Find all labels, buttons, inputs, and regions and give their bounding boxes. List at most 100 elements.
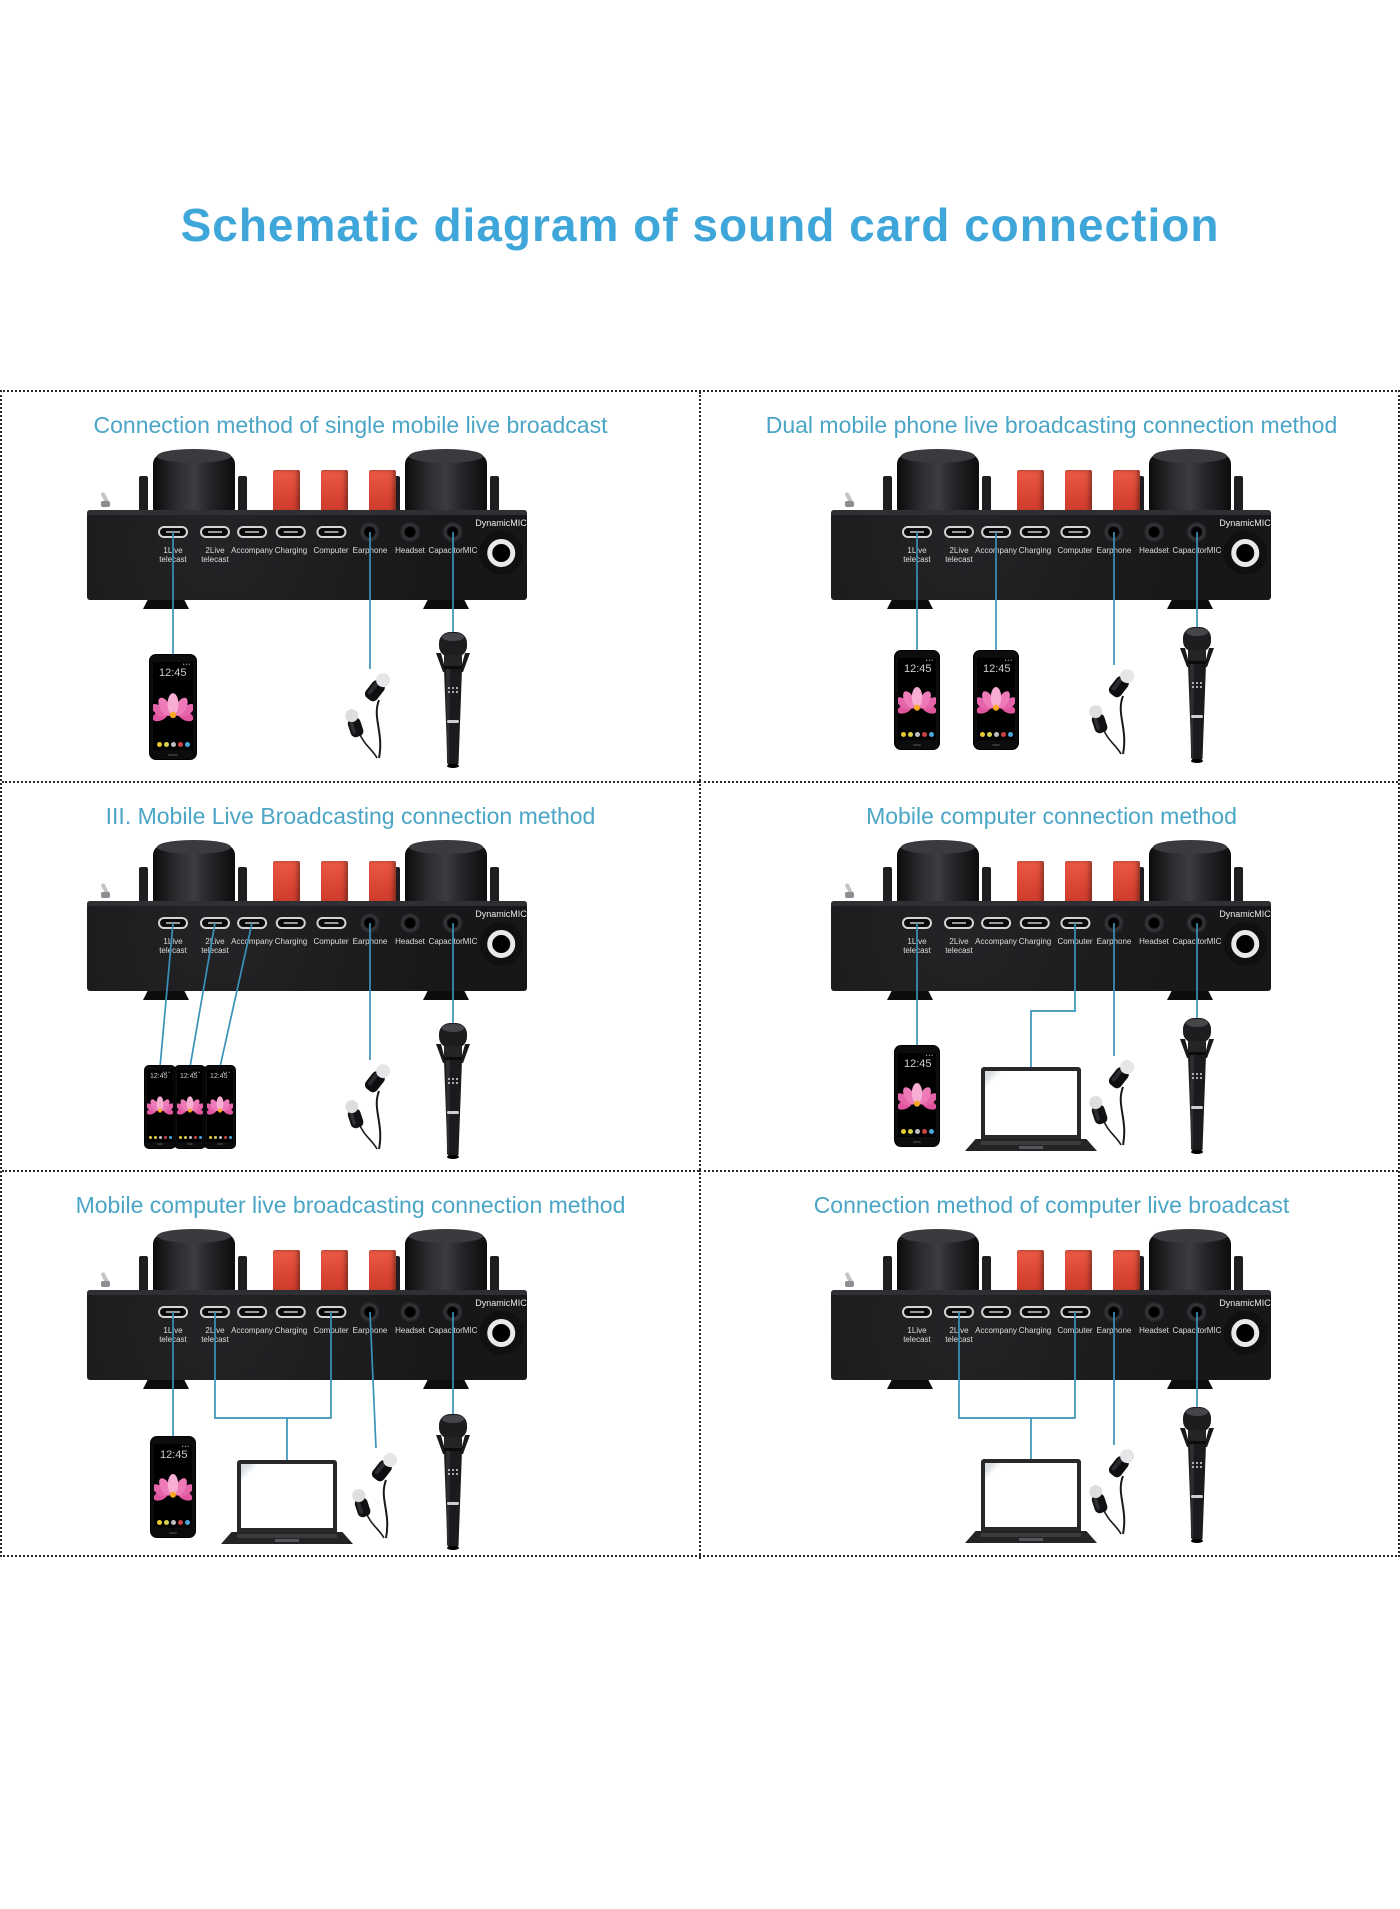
- phone-app-dots: [898, 1127, 936, 1137]
- smartphone: ••• 12:45: [894, 1045, 940, 1147]
- phone-app-dots: [207, 1134, 233, 1142]
- volume-knob-right: [405, 449, 487, 512]
- micro-usb-port-icon: [1060, 913, 1090, 933]
- red-effect-button-3: [1113, 470, 1140, 512]
- microphone-graphic: [436, 1023, 470, 1159]
- dynamic-microphone: [1175, 1405, 1219, 1550]
- port-charging: Charging: [1019, 1302, 1051, 1335]
- port-label: Accompany: [231, 1326, 273, 1335]
- panel-mobile-computer-live: Mobile computer live broadcasting connec…: [2, 1170, 699, 1559]
- panel-title: Connection method of computer live broad…: [813, 1192, 1290, 1218]
- mini-toggle-switch: [841, 883, 857, 899]
- lotus-flower-wallpaper: [898, 1082, 936, 1110]
- phone-status-icons: •••: [925, 1053, 934, 1059]
- earbuds-graphic: [1089, 1449, 1135, 1535]
- microphone-graphic: [1180, 1018, 1214, 1154]
- earbuds-graphic: [1089, 1060, 1135, 1146]
- micro-usb-port-icon: [200, 913, 230, 933]
- micro-usb-port-icon: [980, 1302, 1011, 1322]
- phone-app-dots: [147, 1134, 173, 1142]
- port-label: Charging: [274, 937, 308, 946]
- port-accompany: Accompany: [975, 1302, 1017, 1335]
- port-label: Computer: [1057, 937, 1093, 946]
- panel-title: Mobile computer live broadcasting connec…: [75, 1192, 626, 1218]
- knob-side-tab: [883, 1256, 892, 1292]
- red-effect-button-2: [321, 470, 348, 512]
- micro-usb-port-icon: [1060, 522, 1090, 542]
- micro-usb-port-icon: [1020, 1302, 1050, 1322]
- audio-jack-icon: [359, 913, 380, 933]
- knob-side-tab: [139, 476, 148, 512]
- knob-side-tab: [982, 476, 991, 512]
- laptop-touchpad: [275, 1539, 299, 1542]
- knob-side-tab: [490, 1256, 499, 1292]
- lotus-flower-wallpaper: [147, 1096, 173, 1115]
- red-effect-button-1: [273, 861, 300, 903]
- micro-usb-port-icon: [276, 1302, 306, 1322]
- lotus-flower-wallpaper: [153, 693, 193, 722]
- phone-status-icons: •••: [925, 658, 934, 664]
- laptop: [965, 1067, 1097, 1159]
- knob-side-tab: [490, 867, 499, 903]
- micro-usb-port-icon: [236, 913, 267, 933]
- port-charging: Charging: [1019, 913, 1051, 946]
- port-headset: Headset: [1139, 1302, 1169, 1335]
- red-effect-button-1: [273, 1250, 300, 1292]
- knob-side-tab: [139, 867, 148, 903]
- earbuds-graphic: [345, 673, 391, 759]
- panel-title: Mobile computer connection method: [866, 803, 1237, 829]
- mini-toggle-switch: [97, 1272, 113, 1288]
- laptop-screen: [237, 1460, 337, 1532]
- panel-title: Connection method of single mobile live …: [93, 412, 608, 438]
- mini-toggle-switch: [841, 1272, 857, 1288]
- volume-knob-right: [1149, 449, 1231, 512]
- port-label: Charging: [274, 546, 308, 555]
- card-foot: [887, 600, 933, 609]
- red-effect-button-3: [369, 1250, 396, 1292]
- micro-usb-port-icon: [236, 1302, 267, 1322]
- phone-status-icons: •••: [1004, 658, 1013, 664]
- audio-jack-icon: [1143, 1302, 1164, 1322]
- dynamic-microphone: [431, 1412, 475, 1557]
- port-label: Earphone: [352, 546, 388, 555]
- port-capacitormic: CapacitorMIC: [429, 913, 477, 946]
- port-label: Charging: [1018, 937, 1052, 946]
- smartphone-body: ••• 12:45: [894, 650, 940, 750]
- smartphone-body: ••• 12:45: [144, 1065, 176, 1149]
- phone-clock: 12:45: [210, 1073, 228, 1080]
- port-label: Computer: [1057, 1326, 1093, 1335]
- audio-jack-icon: [1143, 522, 1164, 542]
- audio-jack-icon: [399, 1302, 420, 1322]
- port-label: Earphone: [1096, 1326, 1132, 1335]
- port-computer: Computer: [313, 522, 349, 555]
- earphones: [1083, 662, 1145, 763]
- audio-jack-icon: [1187, 1302, 1207, 1322]
- port-label: Headset: [1139, 937, 1169, 946]
- port-label: Accompany: [231, 546, 273, 555]
- port-dynamicmic: DynamicMIC: [1219, 909, 1271, 966]
- smartphone-body: ••• 12:45: [204, 1065, 236, 1149]
- phone-screen: ••• 12:45: [207, 1070, 233, 1142]
- smartphone-2: ••• 12:45: [174, 1065, 206, 1149]
- dynamicmic-label: DynamicMIC: [475, 518, 527, 528]
- port-computer: Computer: [1057, 1302, 1093, 1335]
- micro-usb-port-icon: [1020, 913, 1050, 933]
- page-title: Schematic diagram of sound card connecti…: [180, 199, 1220, 251]
- audio-jack-icon: [443, 913, 463, 933]
- port-headset: Headset: [395, 522, 425, 555]
- quarter-inch-jack-icon: [478, 922, 523, 966]
- panel-computer-live: Connection method of computer live broad…: [699, 1170, 1400, 1559]
- quarter-inch-jack-icon: [478, 1311, 523, 1355]
- port-dynamicmic: DynamicMIC: [475, 1298, 527, 1355]
